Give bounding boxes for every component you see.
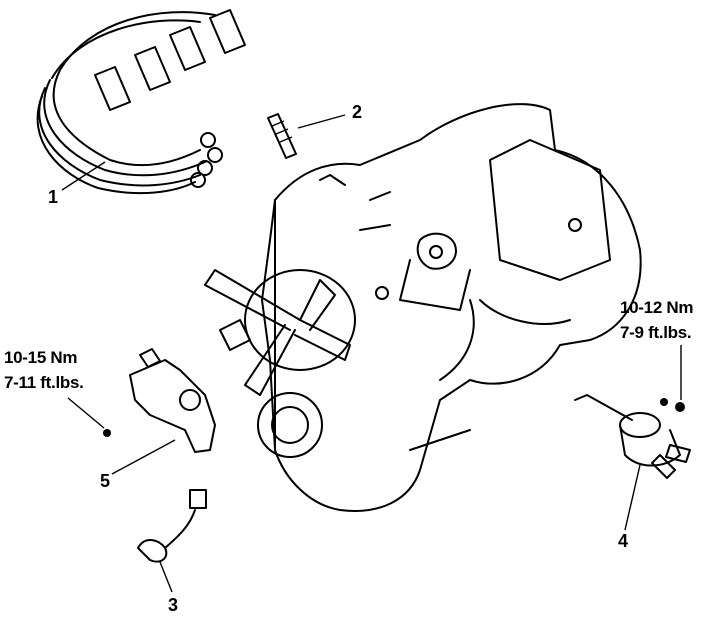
callout-3: 3 [168,595,179,615]
crank-angle-sensor [103,348,216,453]
torque-left-metric: 10-15 Nm [4,348,78,367]
torque-right-imperial: 7-9 ft.lbs. [620,322,692,342]
torque-left-imperial: 7-11 ft.lbs. [4,372,84,392]
callout-1: 1 [48,187,59,207]
callout-5: 5 [100,471,111,491]
fan-and-pulley [204,269,356,458]
sensor-with-lead [137,489,207,563]
callout-4: 4 [618,531,629,551]
callout-2: 2 [352,102,363,122]
torque-right-metric: 10-12 Nm [620,298,694,317]
torque-spec-right: 10-12 Nm 7-9 ft.lbs. [620,296,694,345]
leader-lines [61,114,682,593]
torque-spec-left: 10-15 Nm 7-11 ft.lbs. [4,346,84,395]
spark-plug [267,113,297,159]
distributor [574,394,691,479]
engine-block [261,103,642,512]
spark-plug-wires [36,9,246,195]
